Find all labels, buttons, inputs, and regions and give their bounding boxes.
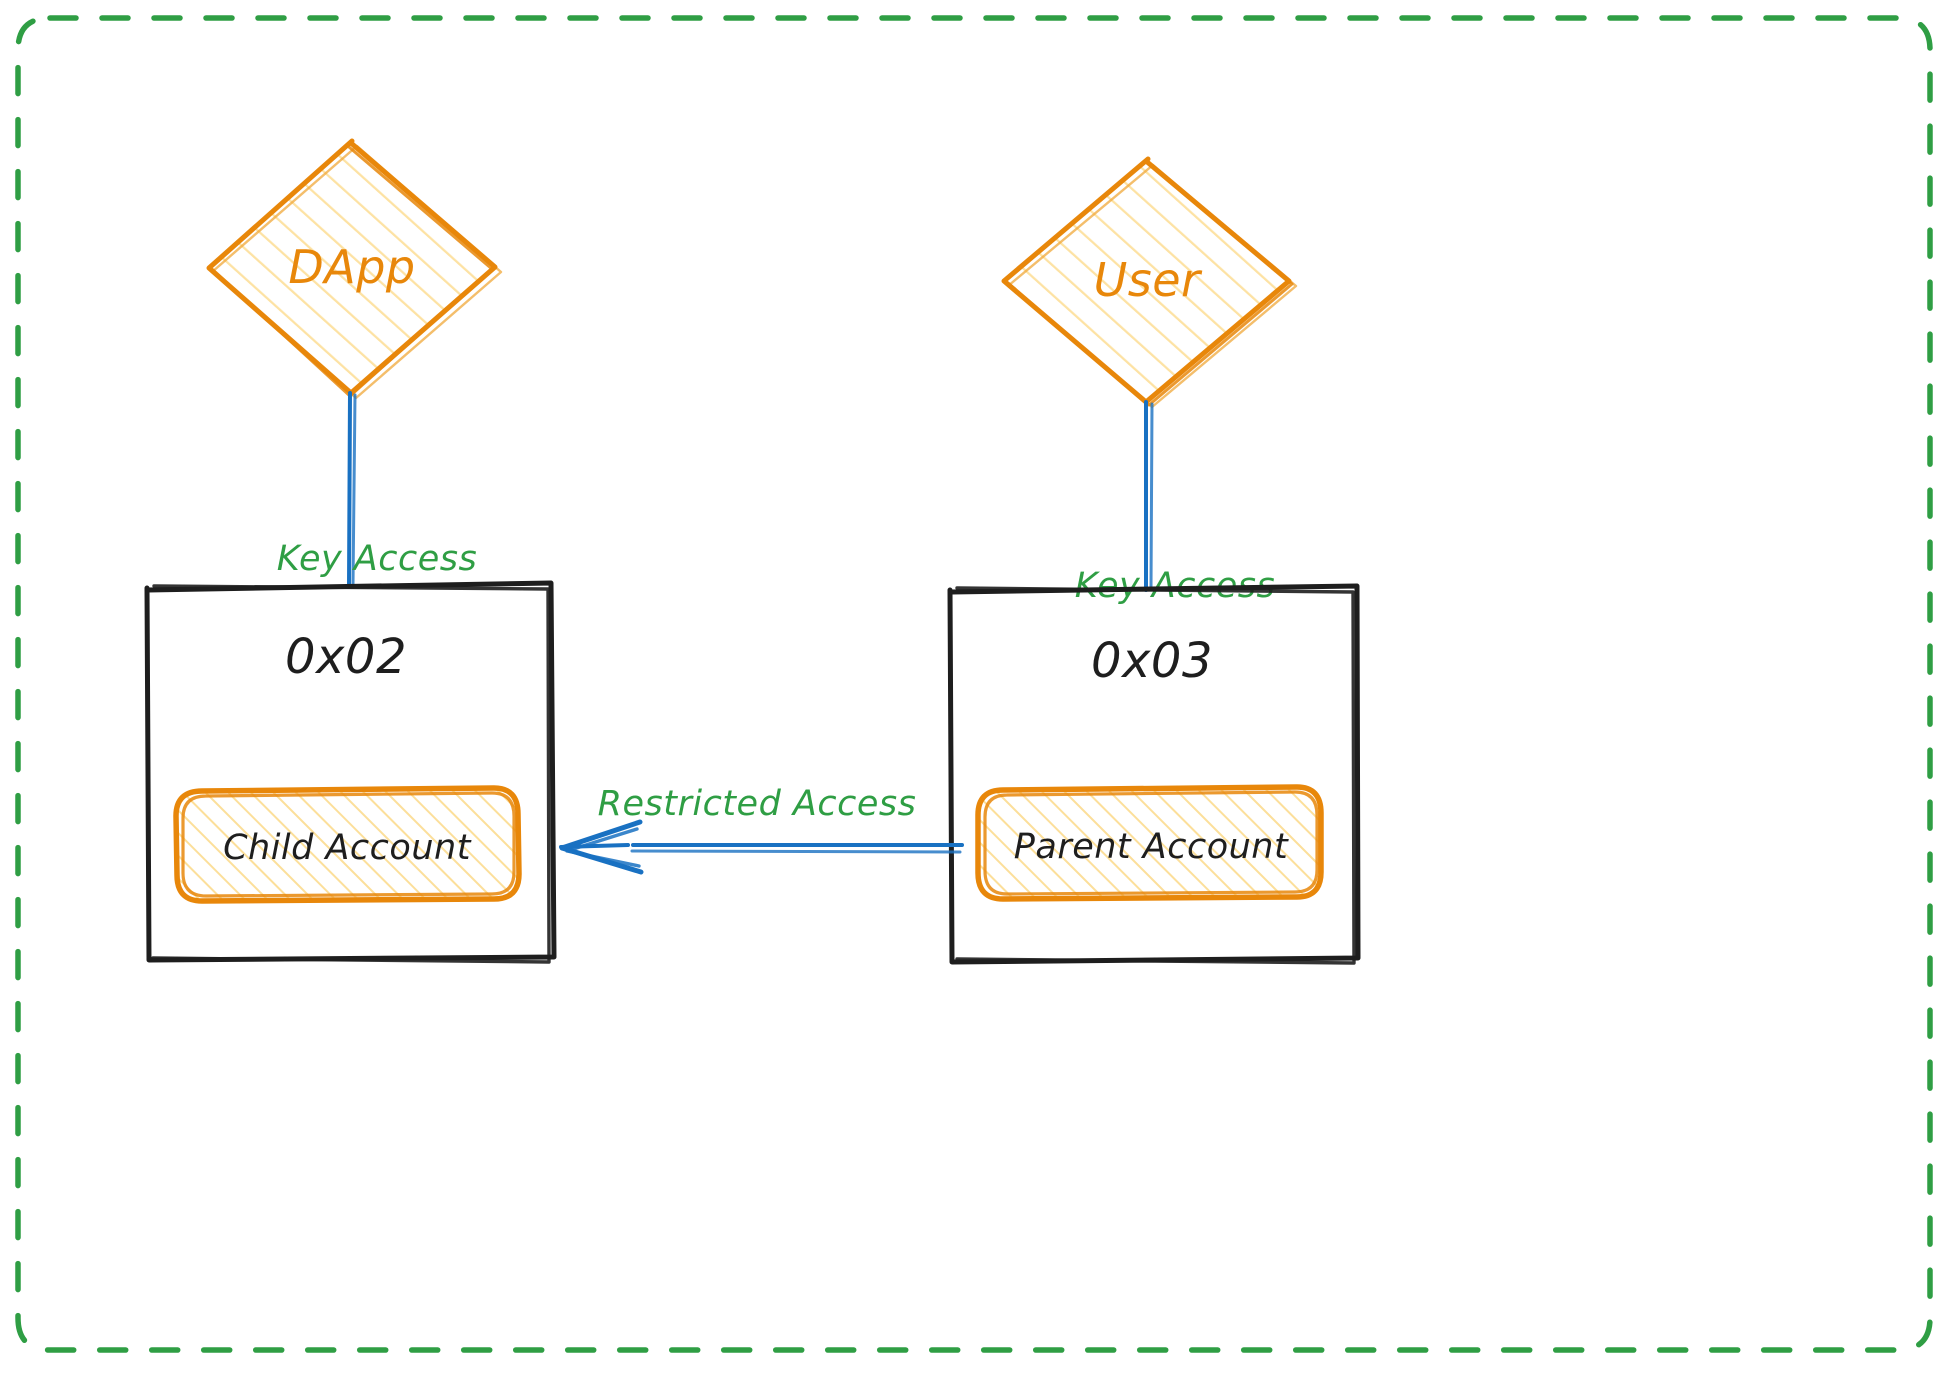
edge-dapp-to-child[interactable]: Key Access: [277, 391, 478, 588]
node-dapp[interactable]: DApp: [206, 138, 503, 400]
node-parent-account-label: Parent Account: [1014, 827, 1289, 867]
edge-user-to-parent[interactable]: Key Access: [1075, 400, 1276, 606]
node-box-0x03[interactable]: 0x03: [947, 583, 1361, 965]
node-child-account-label: Child Account: [223, 828, 472, 868]
node-parent-account[interactable]: Parent Account: [975, 784, 1324, 902]
edge-label-restricted-access: Restricted Access: [598, 784, 917, 824]
node-user[interactable]: User: [1001, 156, 1298, 409]
node-box-0x03-label: 0x03: [1091, 633, 1213, 689]
dashed-boundary: [15, 15, 1933, 1353]
node-box-0x02-label: 0x02: [285, 629, 407, 685]
edge-parent-to-child[interactable]: Restricted Access: [559, 784, 964, 875]
node-child-account[interactable]: Child Account: [173, 785, 522, 904]
node-dapp-label: DApp: [288, 240, 415, 294]
edge-label-key-access-left: Key Access: [277, 539, 478, 579]
node-user-label: User: [1094, 253, 1203, 307]
node-box-0x02[interactable]: 0x02: [144, 580, 557, 964]
